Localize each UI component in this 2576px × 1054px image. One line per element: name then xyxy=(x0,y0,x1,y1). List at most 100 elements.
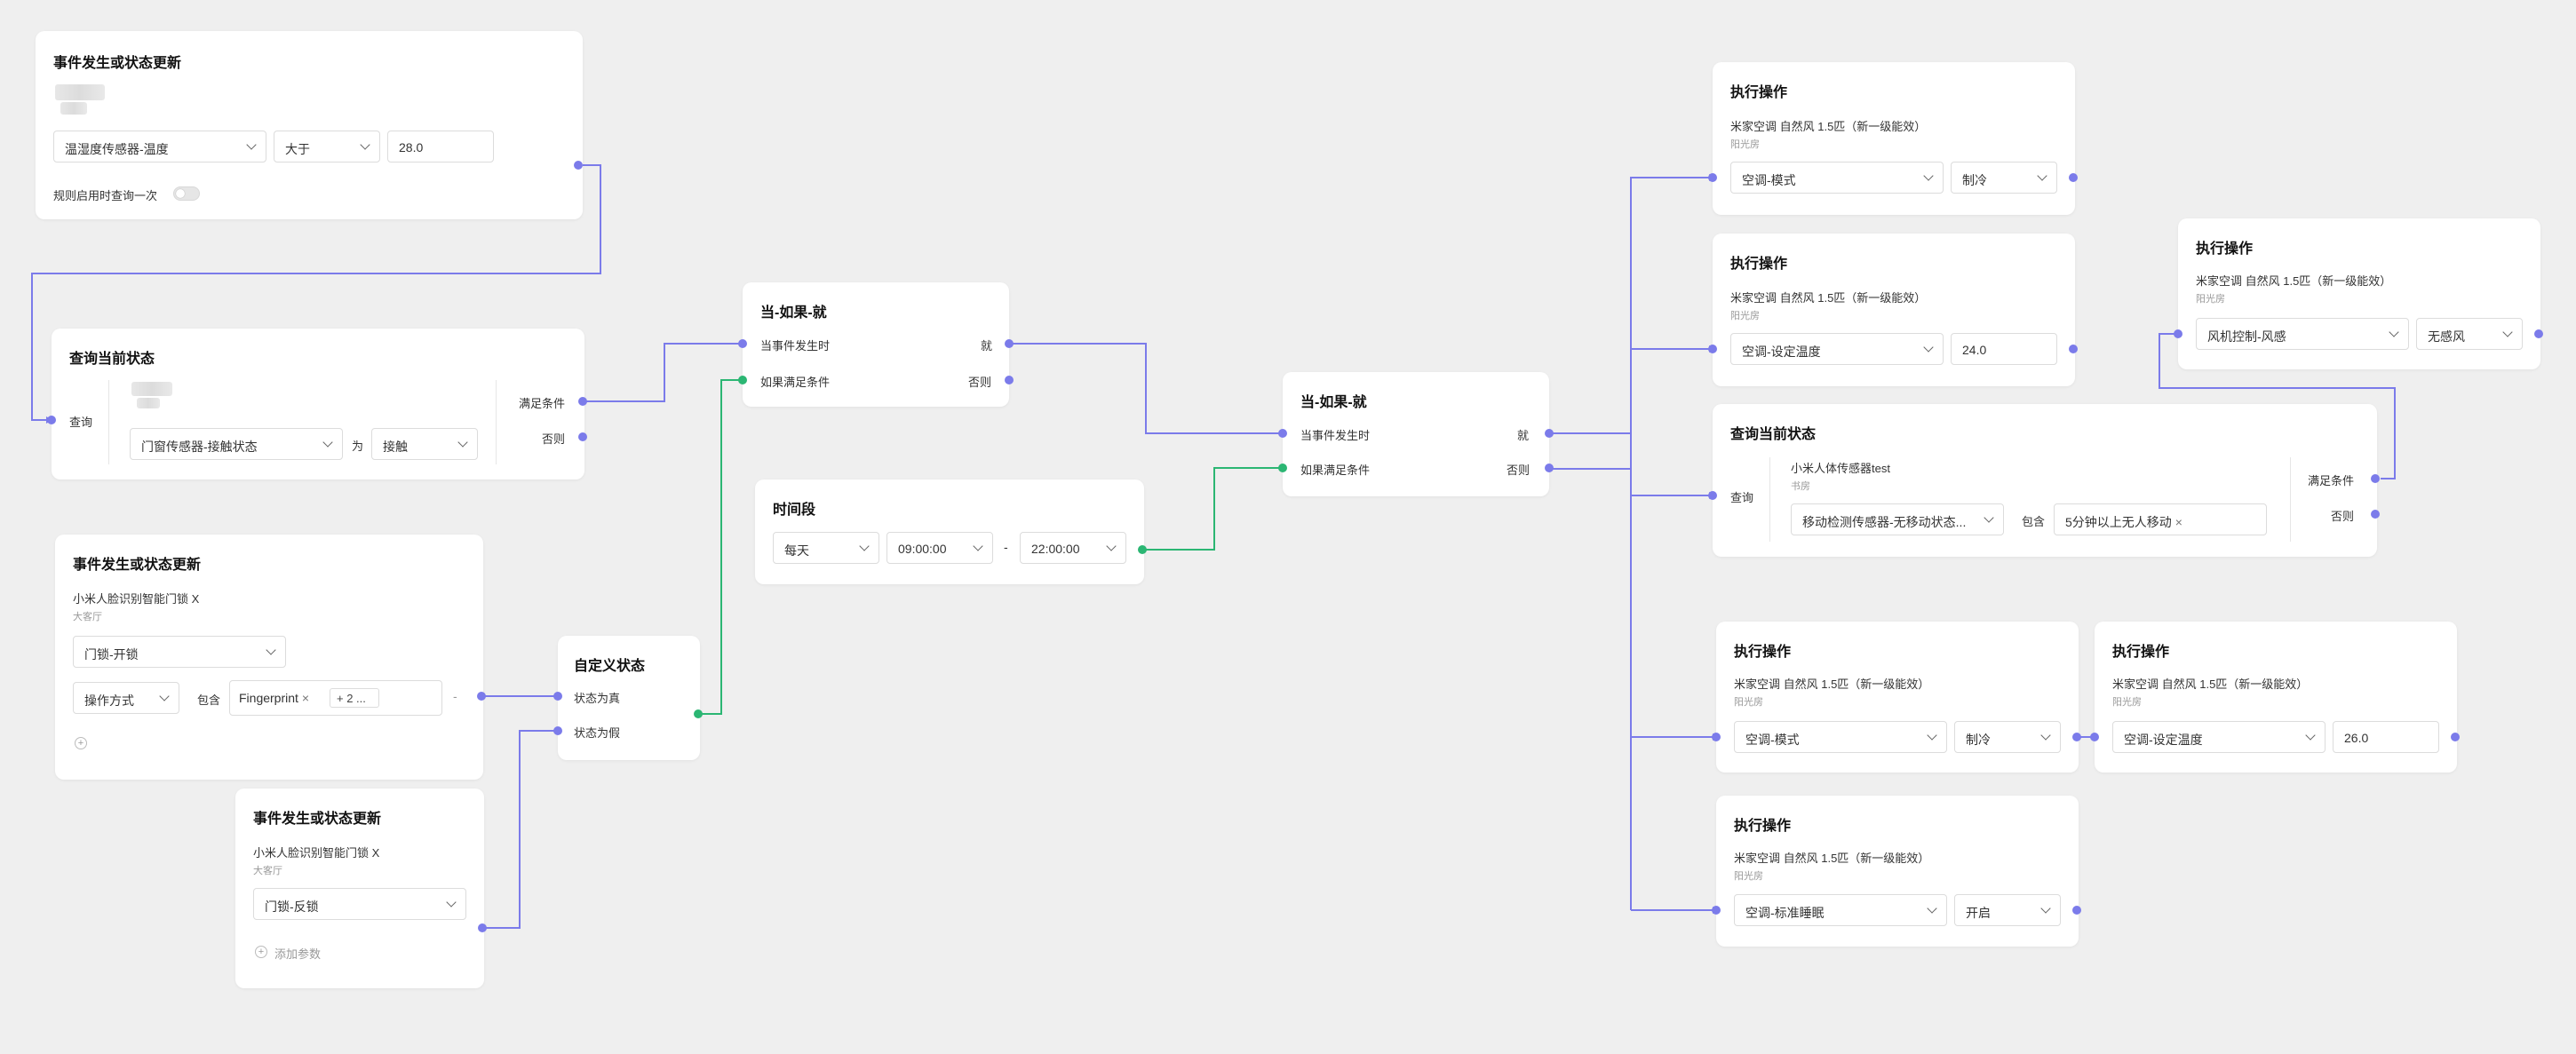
chevron-down-icon xyxy=(360,139,370,150)
event-trigger-card[interactable]: 事件发生或状态更新 温湿度传感器-温度 大于 28.0 规则启用时查询一次 xyxy=(36,31,583,219)
wire-timerange-ifthen2 xyxy=(1142,467,1284,551)
output-port[interactable] xyxy=(574,161,583,170)
value-select[interactable]: 制冷 xyxy=(1951,162,2057,194)
query-state-card[interactable]: 查询当前状态 查询 门窗传感器-接触状态 为 接触 满足条件 否则 xyxy=(47,329,587,479)
plus-icon[interactable]: + xyxy=(255,946,267,958)
output-port[interactable] xyxy=(2069,345,2078,353)
chevron-down-icon xyxy=(2502,327,2513,337)
output-false-port[interactable] xyxy=(2371,510,2380,519)
attribute-select[interactable]: 风机控制-风感 xyxy=(2196,318,2409,350)
input-port[interactable] xyxy=(2090,733,2099,741)
card-title: 执行操作 xyxy=(1734,819,1792,834)
if-then-card[interactable]: 当-如果-就 当事件发生时 如果满足条件 就 否则 xyxy=(738,282,1014,407)
chevron-down-icon xyxy=(2389,327,2399,337)
device-name: 小米人脸识别智能门锁 X xyxy=(73,592,200,606)
action-card[interactable]: 执行操作 米家空调 自然风 1.5匹（新一级能效） 阳光房 空调-设定温度 26… xyxy=(2090,622,2460,773)
query-input-port[interactable] xyxy=(1708,491,1717,500)
attribute-select[interactable]: 空调-标准睡眠 xyxy=(1734,894,1947,926)
if-input-port[interactable] xyxy=(738,376,747,384)
value-select[interactable]: 制冷 xyxy=(1954,721,2061,753)
more-tags[interactable]: + 2 ... xyxy=(330,688,379,708)
repeat-select[interactable]: 每天 xyxy=(773,532,879,564)
query-state-card[interactable]: 查询当前状态 查询 小米人体传感器test 书房 移动检测传感器-无移动状态..… xyxy=(1708,404,2380,557)
close-icon[interactable]: × xyxy=(301,691,309,705)
device-name: 米家空调 自然风 1.5匹（新一级能效） xyxy=(1734,678,1930,691)
output-port[interactable] xyxy=(2451,733,2460,741)
if-input-port[interactable] xyxy=(1278,464,1287,472)
value-input[interactable]: 28.0 xyxy=(387,131,494,162)
attribute-select[interactable]: 空调-模式 xyxy=(1734,721,1947,753)
attribute-select[interactable]: 移动检测传感器-无移动状态... xyxy=(1791,503,2004,535)
attribute-select[interactable]: 空调-模式 xyxy=(1730,162,1944,194)
output-port[interactable] xyxy=(1138,545,1147,554)
output-true-port[interactable] xyxy=(2371,474,2380,483)
then-output-port[interactable] xyxy=(1005,339,1014,348)
input-false-port[interactable] xyxy=(553,726,562,735)
event-trigger-card[interactable]: 事件发生或状态更新 小米人脸识别智能门锁 X 大客厅 门锁-开锁 操作方式 包含… xyxy=(55,535,486,780)
then-output-port[interactable] xyxy=(1545,429,1554,438)
query-input-port[interactable] xyxy=(47,416,56,424)
chevron-down-icon xyxy=(159,691,170,701)
end-time-select[interactable]: 22:00:00 xyxy=(1020,532,1126,564)
output-false-port[interactable] xyxy=(578,432,587,441)
action-card[interactable]: 执行操作 米家空调 自然风 1.5匹（新一级能效） 阳光房 空调-设定温度 24… xyxy=(1708,234,2078,386)
output-port[interactable] xyxy=(478,923,487,932)
output-port[interactable] xyxy=(2534,329,2543,338)
event-trigger-card[interactable]: 事件发生或状态更新 小米人脸识别智能门锁 X 大客厅 门锁-反锁 + 添加参数 xyxy=(235,789,487,988)
input-true-port[interactable] xyxy=(553,692,562,701)
value-select[interactable]: 开启 xyxy=(1954,894,2061,926)
input-port[interactable] xyxy=(2174,329,2182,338)
then-label: 就 xyxy=(981,339,993,353)
contains-label: 包含 xyxy=(2022,515,2046,528)
custom-state-card[interactable]: 自定义状态 状态为真 状态为假 xyxy=(553,636,703,760)
when-input-port[interactable] xyxy=(1278,429,1287,438)
param-select[interactable]: 操作方式 xyxy=(73,682,179,714)
card-title: 事件发生或状态更新 xyxy=(53,56,182,71)
operator-select[interactable]: 大于 xyxy=(274,131,380,162)
output-port[interactable] xyxy=(477,692,486,701)
when-label: 当事件发生时 xyxy=(1300,429,1371,442)
attribute-select[interactable]: 空调-设定温度 xyxy=(1730,333,1944,365)
add-param-button[interactable]: 添加参数 xyxy=(274,947,322,961)
query-label: 查询 xyxy=(1730,491,1754,504)
chevron-down-icon xyxy=(1106,541,1117,551)
attribute-select[interactable]: 门锁-反锁 xyxy=(253,888,466,920)
else-output-port[interactable] xyxy=(1005,376,1014,384)
output-port[interactable] xyxy=(2072,733,2081,741)
else-output-port[interactable] xyxy=(1545,464,1554,472)
action-card[interactable]: 执行操作 米家空调 自然风 1.5匹（新一级能效） 阳光房 空调-模式 制冷 xyxy=(1712,622,2081,773)
start-time-select[interactable]: 09:00:00 xyxy=(886,532,993,564)
input-port[interactable] xyxy=(1712,733,1721,741)
query-once-toggle[interactable] xyxy=(173,186,200,201)
output-port[interactable] xyxy=(2069,173,2078,182)
tag-input[interactable]: 5分钟以上无人移动 × xyxy=(2054,503,2267,535)
when-input-port[interactable] xyxy=(738,339,747,348)
input-port[interactable] xyxy=(1708,173,1717,182)
action-card[interactable]: 执行操作 米家空调 自然风 1.5匹（新一级能效） 阳光房 空调-模式 制冷 xyxy=(1708,62,2078,215)
time-range-card[interactable]: 时间段 每天 09:00:00 - 22:00:00 xyxy=(755,479,1147,584)
output-true-port[interactable] xyxy=(578,397,587,406)
value-input[interactable]: 24.0 xyxy=(1951,333,2057,365)
value-select[interactable]: 无感风 xyxy=(2416,318,2523,350)
tag-input[interactable]: Fingerprint × + 2 ... xyxy=(229,680,442,716)
chevron-down-icon xyxy=(1984,512,1994,523)
close-icon[interactable]: × xyxy=(2174,515,2182,529)
value-input[interactable]: 26.0 xyxy=(2333,721,2439,753)
action-card[interactable]: 执行操作 米家空调 自然风 1.5匹（新一级能效） 阳光房 风机控制-风感 无感… xyxy=(2174,218,2543,369)
card-title: 执行操作 xyxy=(2112,645,2170,660)
plus-icon[interactable]: + xyxy=(75,737,87,749)
chevron-down-icon xyxy=(1927,730,1937,741)
attribute-select[interactable]: 门锁-开锁 xyxy=(73,636,286,668)
attribute-select[interactable]: 门窗传感器-接触状态 xyxy=(130,428,343,460)
action-card[interactable]: 执行操作 米家空调 自然风 1.5匹（新一级能效） 阳光房 空调-标准睡眠 开启 xyxy=(1712,796,2081,947)
attribute-select[interactable]: 空调-设定温度 xyxy=(2112,721,2326,753)
input-port[interactable] xyxy=(1708,345,1717,353)
value-select[interactable]: 接触 xyxy=(371,428,478,460)
output-port[interactable] xyxy=(694,709,703,718)
attribute-select[interactable]: 温湿度传感器-温度 xyxy=(53,131,266,162)
remove-param-button[interactable]: - xyxy=(453,689,457,703)
device-name: 米家空调 自然风 1.5匹（新一级能效） xyxy=(1730,120,1927,133)
input-port[interactable] xyxy=(1712,906,1721,915)
output-port[interactable] xyxy=(2072,906,2081,915)
if-then-card[interactable]: 当-如果-就 当事件发生时 如果满足条件 就 否则 xyxy=(1278,372,1554,496)
